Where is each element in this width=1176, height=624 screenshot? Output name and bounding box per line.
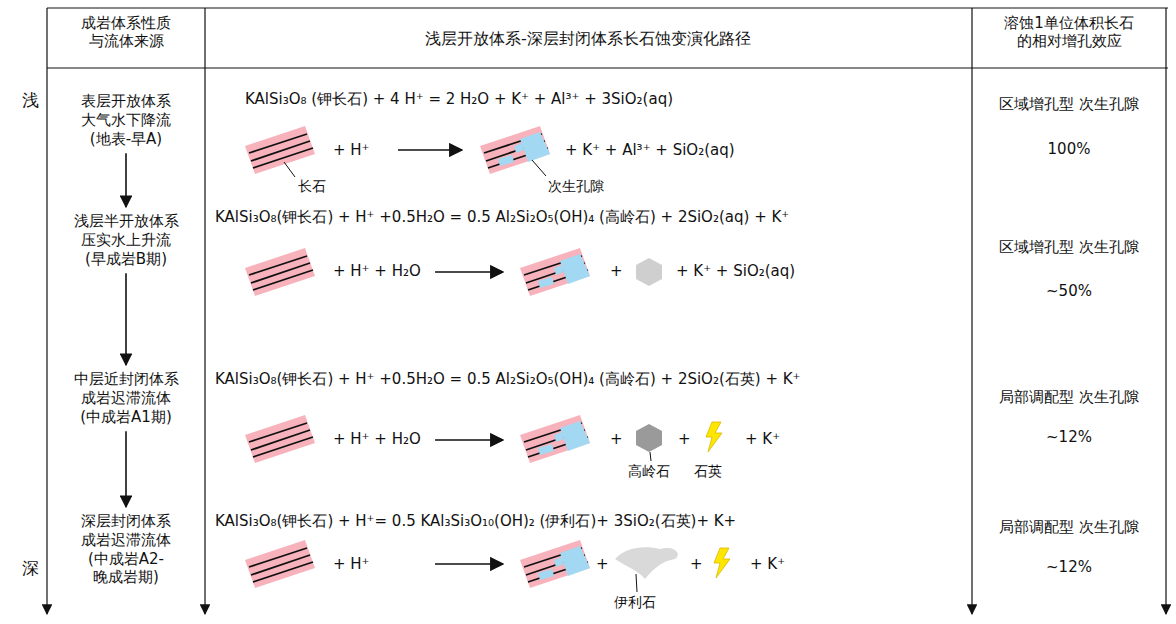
annotation-text: 溶蚀1单位体积长石 的相对增孔效应 (977, 14, 1162, 50)
annotation-text: + K⁺ + Al³⁺ + SiO₂(aq) (565, 141, 735, 159)
reaction-equation: KAlSi₃O₈ (钾长石) + 4 H⁺ = 2 H₂O + K⁺ + Al³… (245, 90, 673, 108)
annotation-text: + H⁺ (333, 141, 370, 159)
annotation-text: 浅层开放体系-深层封闭体系长石蚀变演化路径 (425, 29, 751, 48)
annotation-text: ~12% (1046, 558, 1092, 576)
annotation-text: 浅 (22, 90, 39, 110)
annotation-text: 局部调配型 次生孔隙 (994, 388, 1144, 406)
stage-box: 深层封闭体系 成岩迟滞流体 (中成岩A2- 晚成岩期) (60, 512, 192, 587)
flow-arrow (125, 153, 127, 207)
annotation-text: 伊利石 (614, 594, 656, 611)
annotation-text: 石英 (694, 463, 722, 480)
annotation-text: + H⁺ + H₂O (333, 262, 421, 280)
annotation-text: 成岩体系性质 与流体来源 (51, 14, 201, 50)
stage-box: 中层近封闭体系 成岩迟滞流体 (中成岩A1期) (60, 370, 192, 426)
annotation-text: + (610, 262, 623, 280)
stage-box: 浅层半开放体系 压实水上升流 (早成岩B期) (60, 212, 192, 268)
annotation-text: 次生孔隙 (548, 178, 604, 195)
stage-text: 表层开放体系 大气水下降流 (地表-早A) (60, 92, 192, 148)
stage-text: 深层封闭体系 成岩迟滞流体 (中成岩A2- 晚成岩期) (60, 512, 192, 587)
annotation-text: 局部调配型 次生孔隙 (994, 518, 1144, 536)
stage-box: 表层开放体系 大气水下降流 (地表-早A) (60, 92, 192, 148)
annotation-text: 深 (22, 558, 39, 578)
stage-text: 中层近封闭体系 成岩迟滞流体 (中成岩A1期) (60, 370, 192, 426)
annotation-text: + (690, 555, 703, 573)
annotation-text: + H⁺ + H₂O (333, 430, 421, 448)
annotation-text: 区域增孔型 次生孔隙 (994, 238, 1144, 256)
flow-arrow (125, 431, 127, 507)
annotation-text: ~50% (1046, 282, 1092, 300)
reaction-equation: KAlSi₃O₈(钾长石) + H⁺ +0.5H₂O = 0.5 Al₂Si₂O… (215, 208, 789, 226)
annotation-text: + K⁺ (750, 555, 785, 573)
annotation-text: 长石 (298, 178, 326, 195)
annotation-text: + (610, 430, 623, 448)
annotation-text: + K⁺ (745, 430, 780, 448)
reaction-equation: KAlSi₃O₈(钾长石) + H⁺ +0.5H₂O = 0.5 Al₂Si₂O… (215, 370, 801, 388)
annotation-text: + (596, 555, 609, 573)
annotation-text: 区域增孔型 次生孔隙 (994, 95, 1144, 113)
annotation-text: 高岭石 (628, 463, 670, 480)
annotation-text: ~12% (1046, 428, 1092, 446)
annotation-text: + (678, 430, 691, 448)
reaction-equation: KAlSi₃O₈(钾长石) + H⁺= 0.5 KAl₃Si₃O₁₀(OH)₂ … (215, 512, 736, 530)
annotation-text: 100% (1048, 140, 1091, 158)
flow-arrow (125, 273, 127, 365)
stage-text: 浅层半开放体系 压实水上升流 (早成岩B期) (60, 212, 192, 268)
annotation-text: + H⁺ (333, 555, 370, 573)
annotation-text: + K⁺ + SiO₂(aq) (676, 262, 795, 280)
